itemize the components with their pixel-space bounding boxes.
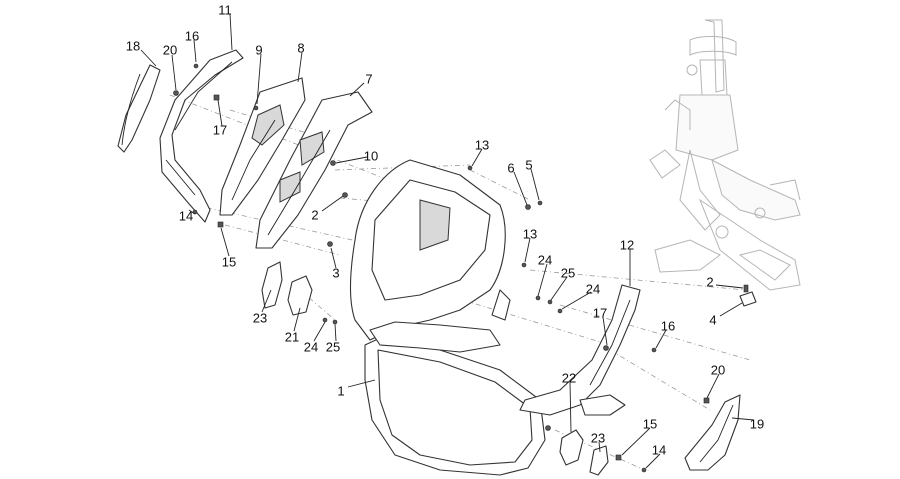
callout-c18: 18 — [126, 39, 140, 54]
part-18-side-trim — [117, 64, 161, 153]
part-8-upper-panel — [219, 77, 306, 216]
callout-c21: 21 — [285, 330, 299, 345]
part-4-bracket — [739, 284, 757, 307]
callout-c11: 11 — [218, 3, 232, 18]
callout-c20a: 20 — [163, 43, 177, 58]
callout-c14a: 14 — [179, 209, 193, 224]
callout-c2a: 2 — [311, 208, 318, 223]
callout-c24c: 24 — [304, 340, 318, 355]
callout-c9: 9 — [255, 43, 262, 58]
callout-c3: 3 — [332, 266, 339, 281]
callout-c5: 5 — [525, 158, 532, 173]
part-7-inner-panel — [255, 91, 373, 249]
callout-c12: 12 — [620, 238, 634, 253]
callout-c19: 19 — [750, 417, 764, 432]
callout-c16b: 16 — [661, 319, 675, 334]
callout-c15a: 15 — [222, 255, 236, 270]
callout-c23a: 23 — [253, 311, 267, 326]
callout-leaders — [140, 13, 755, 469]
part-19-side-trim — [684, 394, 741, 471]
callout-c25a: 25 — [561, 266, 575, 281]
callout-c16a: 16 — [185, 29, 199, 44]
callout-c7: 7 — [365, 72, 372, 87]
callout-c15b: 15 — [643, 417, 657, 432]
callout-c13b: 13 — [523, 227, 537, 242]
callout-c13a: 13 — [475, 138, 489, 153]
cover-plates — [261, 261, 609, 476]
callout-c24b: 24 — [586, 282, 600, 297]
callout-c1: 1 — [337, 384, 344, 399]
callout-c20b: 20 — [711, 363, 725, 378]
callout-c6: 6 — [507, 161, 514, 176]
part-1-front-shield — [349, 159, 546, 476]
part-11-left-trim-strip — [159, 49, 244, 223]
callout-c4: 4 — [709, 313, 716, 328]
callout-c17a: 17 — [213, 123, 227, 138]
callout-c14b: 14 — [652, 443, 666, 458]
callout-c25b: 25 — [326, 340, 340, 355]
callout-c8: 8 — [297, 41, 304, 56]
callout-c24a: 24 — [538, 253, 552, 268]
frame-background — [649, 19, 801, 291]
callout-c22: 22 — [562, 371, 576, 386]
callout-c23b: 23 — [591, 431, 605, 446]
callout-c10: 10 — [364, 149, 378, 164]
part-12-right-trim-strip — [519, 284, 641, 416]
callout-c17b: 17 — [593, 306, 607, 321]
callout-c2b: 2 — [706, 275, 713, 290]
